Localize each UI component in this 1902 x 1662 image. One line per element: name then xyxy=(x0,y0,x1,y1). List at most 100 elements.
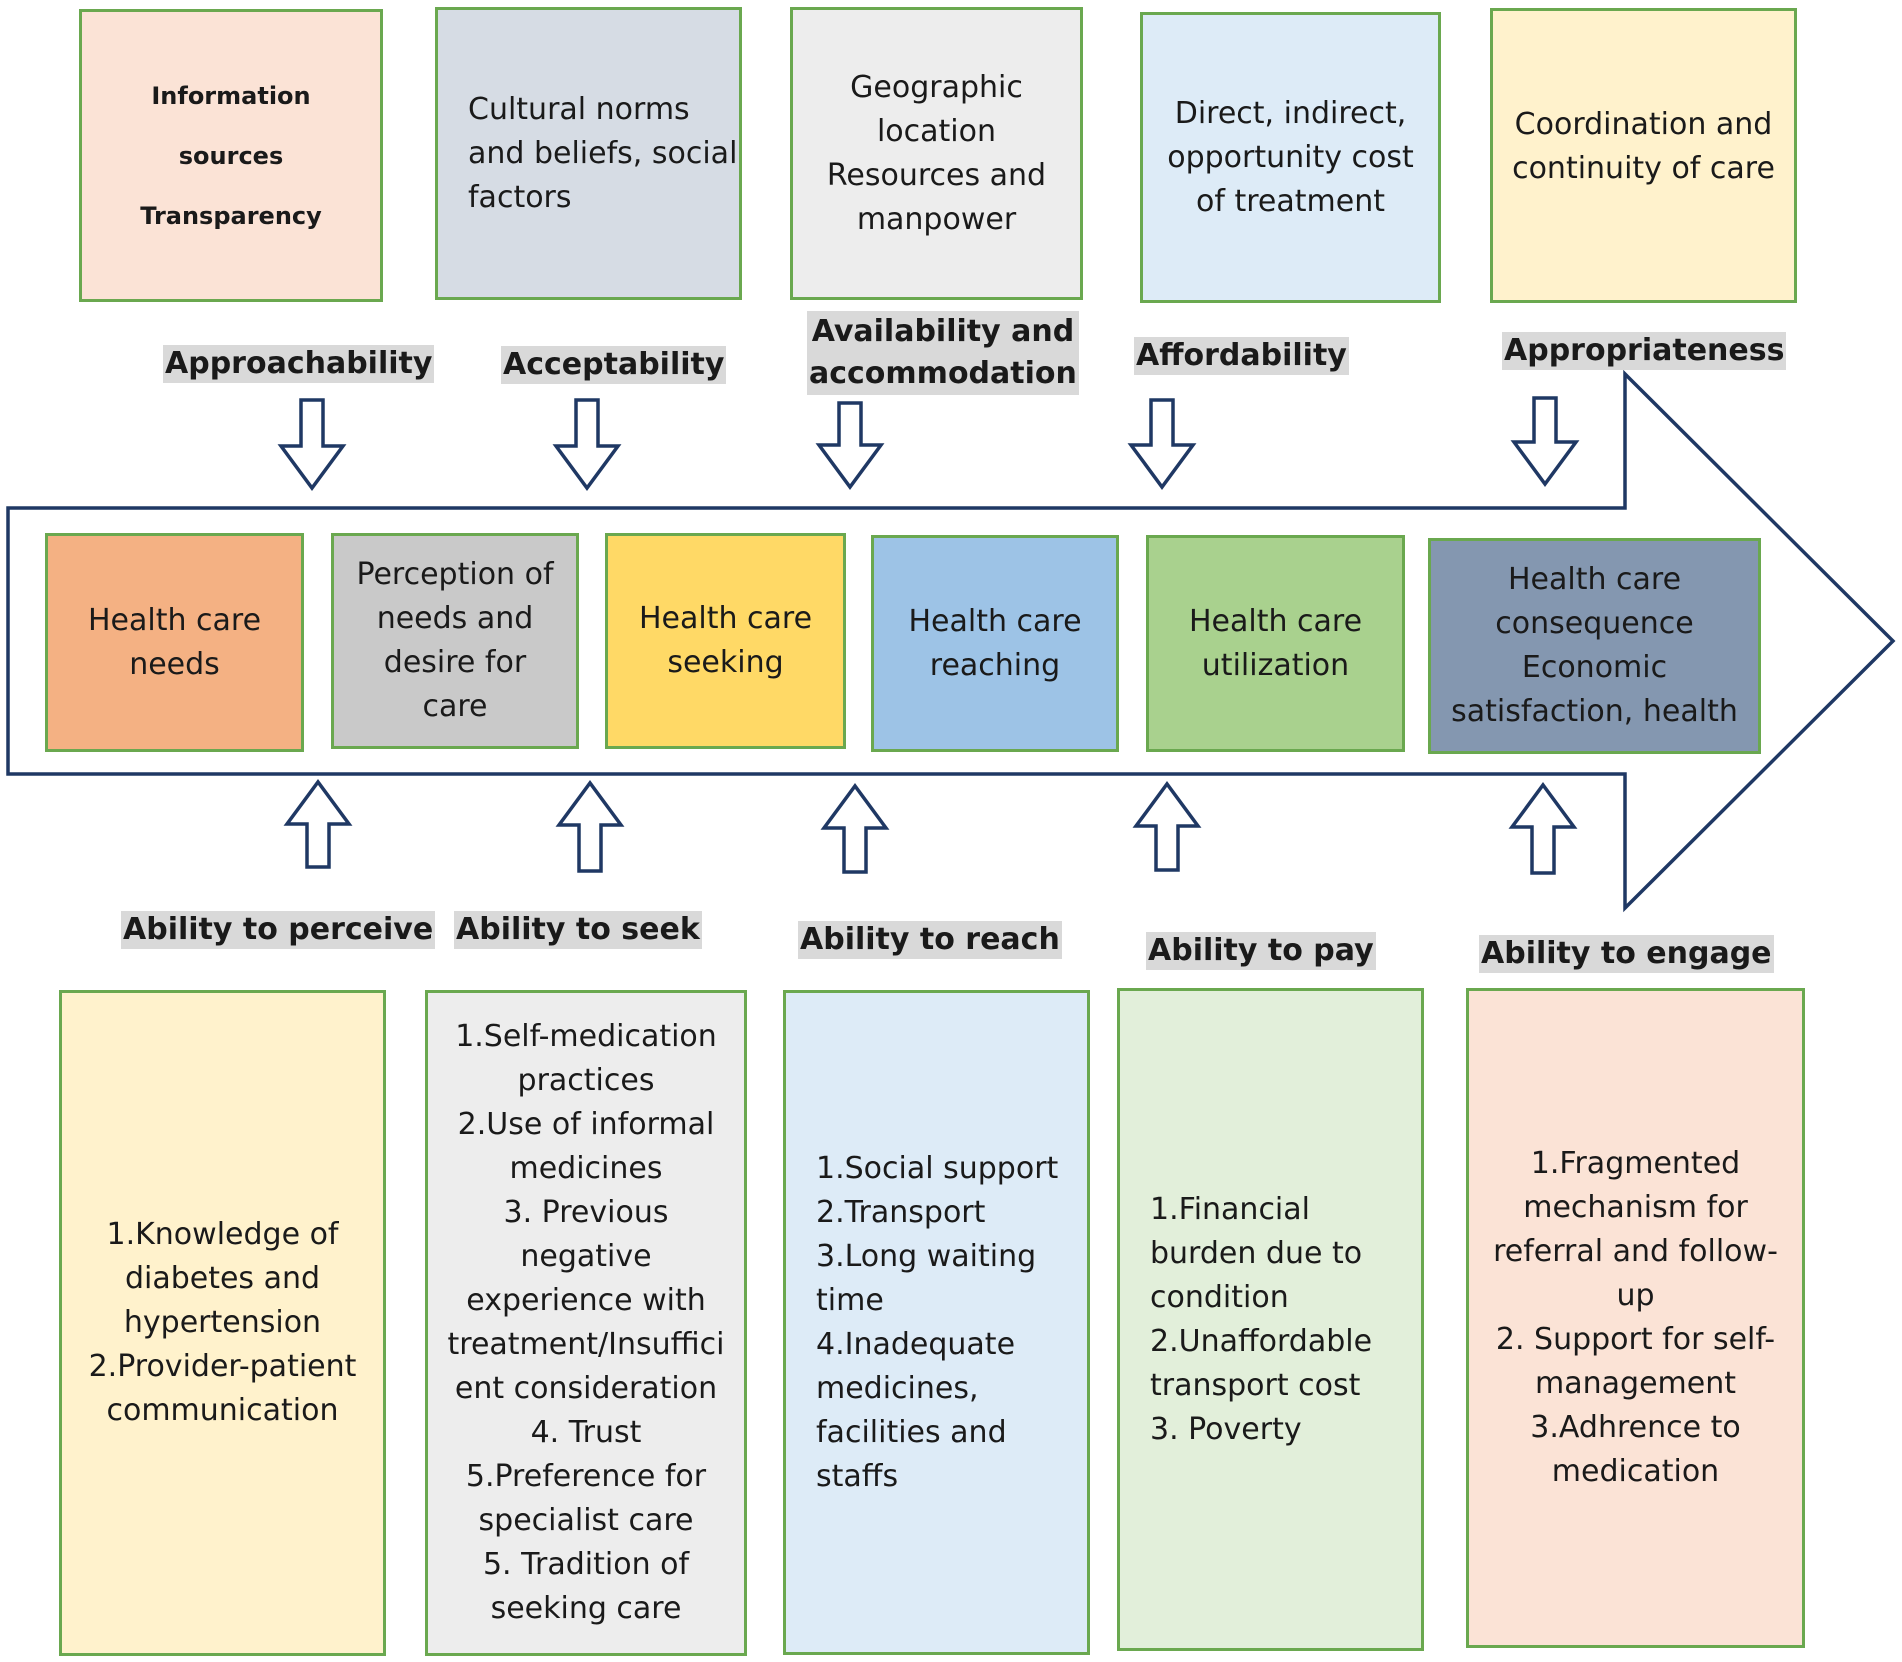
stage-line: needs and xyxy=(376,601,534,636)
top-box-line: opportunity cost xyxy=(1167,139,1414,175)
up-arrow xyxy=(283,779,353,869)
bottom-box-seek: 1.Self-medication practices 2.Use of inf… xyxy=(425,990,747,1656)
bottom-box-line: 3. Poverty xyxy=(1150,1411,1302,1447)
down-arrow xyxy=(1510,396,1580,487)
stage-utilization: Health care utilization xyxy=(1146,535,1405,752)
up-arrow xyxy=(1132,781,1202,872)
label-ability-to-perceive: Ability to perceive xyxy=(121,911,436,949)
top-box-cultural-norms: Cultural norms and beliefs, social facto… xyxy=(435,7,742,300)
down-arrow xyxy=(552,398,622,491)
stage-perception: Perception of needs and desire for care xyxy=(331,533,579,749)
label-text: Availability and xyxy=(811,314,1075,349)
bottom-box-line: 1.Self-medication xyxy=(455,1019,717,1054)
label-text: Approachability xyxy=(165,346,433,381)
label-ability-to-seek: Ability to seek xyxy=(454,911,702,949)
up-arrow xyxy=(1508,782,1578,875)
stage-health-care-needs: Health care needs xyxy=(45,533,304,752)
stage-line: consequence xyxy=(1495,606,1694,641)
bottom-box-line: 1.Knowledge of xyxy=(106,1217,339,1252)
bottom-box-line: 1.Fragmented xyxy=(1530,1146,1741,1181)
bottom-box-line: 2.Transport xyxy=(816,1194,986,1230)
top-box-line: continuity of care xyxy=(1512,151,1775,186)
label-text: accommodation xyxy=(809,356,1077,391)
label-text: Ability to engage xyxy=(1481,936,1772,971)
bottom-box-line: treatment/Insuffici xyxy=(447,1327,725,1362)
bottom-box-reach: 1.Social support 2.Transport 3.Long wait… xyxy=(783,990,1090,1655)
label-appropriateness: Appropriateness xyxy=(1502,332,1787,370)
top-box-geographic: Geographic location Resources and manpow… xyxy=(790,7,1083,300)
label-text: Affordability xyxy=(1136,338,1347,373)
bottom-box-line: experience with xyxy=(466,1283,706,1318)
stage-seeking: Health care seeking xyxy=(605,533,846,749)
up-arrows xyxy=(283,779,1578,875)
bottom-box-line: time xyxy=(816,1282,884,1318)
stage-line: reaching xyxy=(929,647,1061,683)
bottom-box-line: 5.Preference for xyxy=(465,1459,707,1494)
bottom-box-line: up xyxy=(1616,1278,1655,1313)
top-box-line: Resources and xyxy=(826,157,1047,193)
top-box-line: factors xyxy=(468,179,572,215)
bottom-box-line: 4.Inadequate xyxy=(816,1326,1016,1362)
label-text: Appropriateness xyxy=(1504,333,1785,368)
bottom-box-line: 1.Financial xyxy=(1150,1191,1310,1227)
top-box-line: Transparency xyxy=(140,201,322,230)
top-box-line: Geographic xyxy=(850,69,1023,105)
bottom-box-line: practices xyxy=(517,1063,655,1098)
top-box-line: manpower xyxy=(856,201,1017,237)
stage-line: satisfaction, health xyxy=(1451,694,1738,729)
top-box-line: Direct, indirect, xyxy=(1174,95,1407,131)
label-ability-to-reach: Ability to reach xyxy=(798,921,1062,959)
top-box-line: location xyxy=(876,113,997,149)
stage-line: needs xyxy=(129,646,220,682)
bottom-box-line: 4. Trust xyxy=(530,1415,642,1450)
bottom-box-line: medicines xyxy=(509,1151,663,1186)
stage-line: Economic xyxy=(1521,650,1668,685)
stage-line: Health care xyxy=(87,602,262,638)
bottom-box-engage: 1.Fragmented mechanism for referral and … xyxy=(1466,988,1805,1648)
bottom-box-perceive: 1.Knowledge of diabetes and hypertension… xyxy=(59,990,386,1656)
bottom-box-line: 3.Adhrence to xyxy=(1530,1410,1741,1445)
bottom-box-line: negative xyxy=(520,1239,652,1274)
bottom-box-line: facilities and xyxy=(816,1414,1007,1450)
bottom-box-line: 2. Support for self- xyxy=(1495,1322,1776,1357)
up-arrow xyxy=(555,780,625,873)
bottom-box-line: referral and follow- xyxy=(1493,1234,1778,1269)
bottom-box-line: communication xyxy=(106,1393,339,1428)
top-box-line: sources xyxy=(178,141,284,170)
bottom-box-line: medication xyxy=(1551,1454,1720,1489)
up-arrow xyxy=(820,783,890,874)
bottom-box-line: 3.Long waiting xyxy=(816,1238,1037,1274)
top-box-line: Information xyxy=(151,81,311,110)
bottom-box-line: specialist care xyxy=(478,1503,694,1538)
label-ability-to-engage: Ability to engage xyxy=(1479,935,1774,973)
stage-reaching: Health care reaching xyxy=(871,535,1119,752)
bottom-box-line: 2.Use of informal xyxy=(457,1107,715,1142)
stage-line: care xyxy=(422,689,488,724)
label-text: Ability to reach xyxy=(800,922,1060,957)
label-text: Acceptability xyxy=(503,347,725,382)
bottom-box-line: mechanism for xyxy=(1523,1190,1748,1225)
bottom-box-line: burden due to xyxy=(1150,1235,1363,1271)
top-box-line: of treatment xyxy=(1196,183,1385,219)
down-arrow xyxy=(277,398,347,491)
bottom-box-pay: 1.Financial burden due to condition 2.Un… xyxy=(1117,988,1424,1651)
label-approachability: Approachability xyxy=(163,345,435,383)
stage-line: Perception of xyxy=(356,557,554,592)
label-text: Ability to seek xyxy=(456,912,700,947)
bottom-box-line: 5. Tradition of xyxy=(482,1547,690,1582)
down-arrow xyxy=(1127,398,1197,490)
label-affordability: Affordability xyxy=(1134,337,1349,375)
bottom-box-line: 2.Unaffordable xyxy=(1150,1323,1373,1359)
top-box-line: and beliefs, social xyxy=(468,135,738,171)
label-acceptability: Acceptability xyxy=(501,346,727,384)
bottom-box-line: diabetes and xyxy=(124,1261,321,1296)
top-box-line: Coordination and xyxy=(1514,107,1773,142)
down-arrows xyxy=(277,396,1580,491)
top-box-information: Information sources Transparency xyxy=(79,9,383,302)
label-ability-to-pay: Ability to pay xyxy=(1146,932,1376,970)
bottom-box-line: management xyxy=(1535,1366,1736,1401)
label-text: Ability to perceive xyxy=(123,912,434,947)
bottom-box-line: condition xyxy=(1150,1279,1289,1315)
bottom-box-line: 3. Previous xyxy=(503,1195,669,1230)
